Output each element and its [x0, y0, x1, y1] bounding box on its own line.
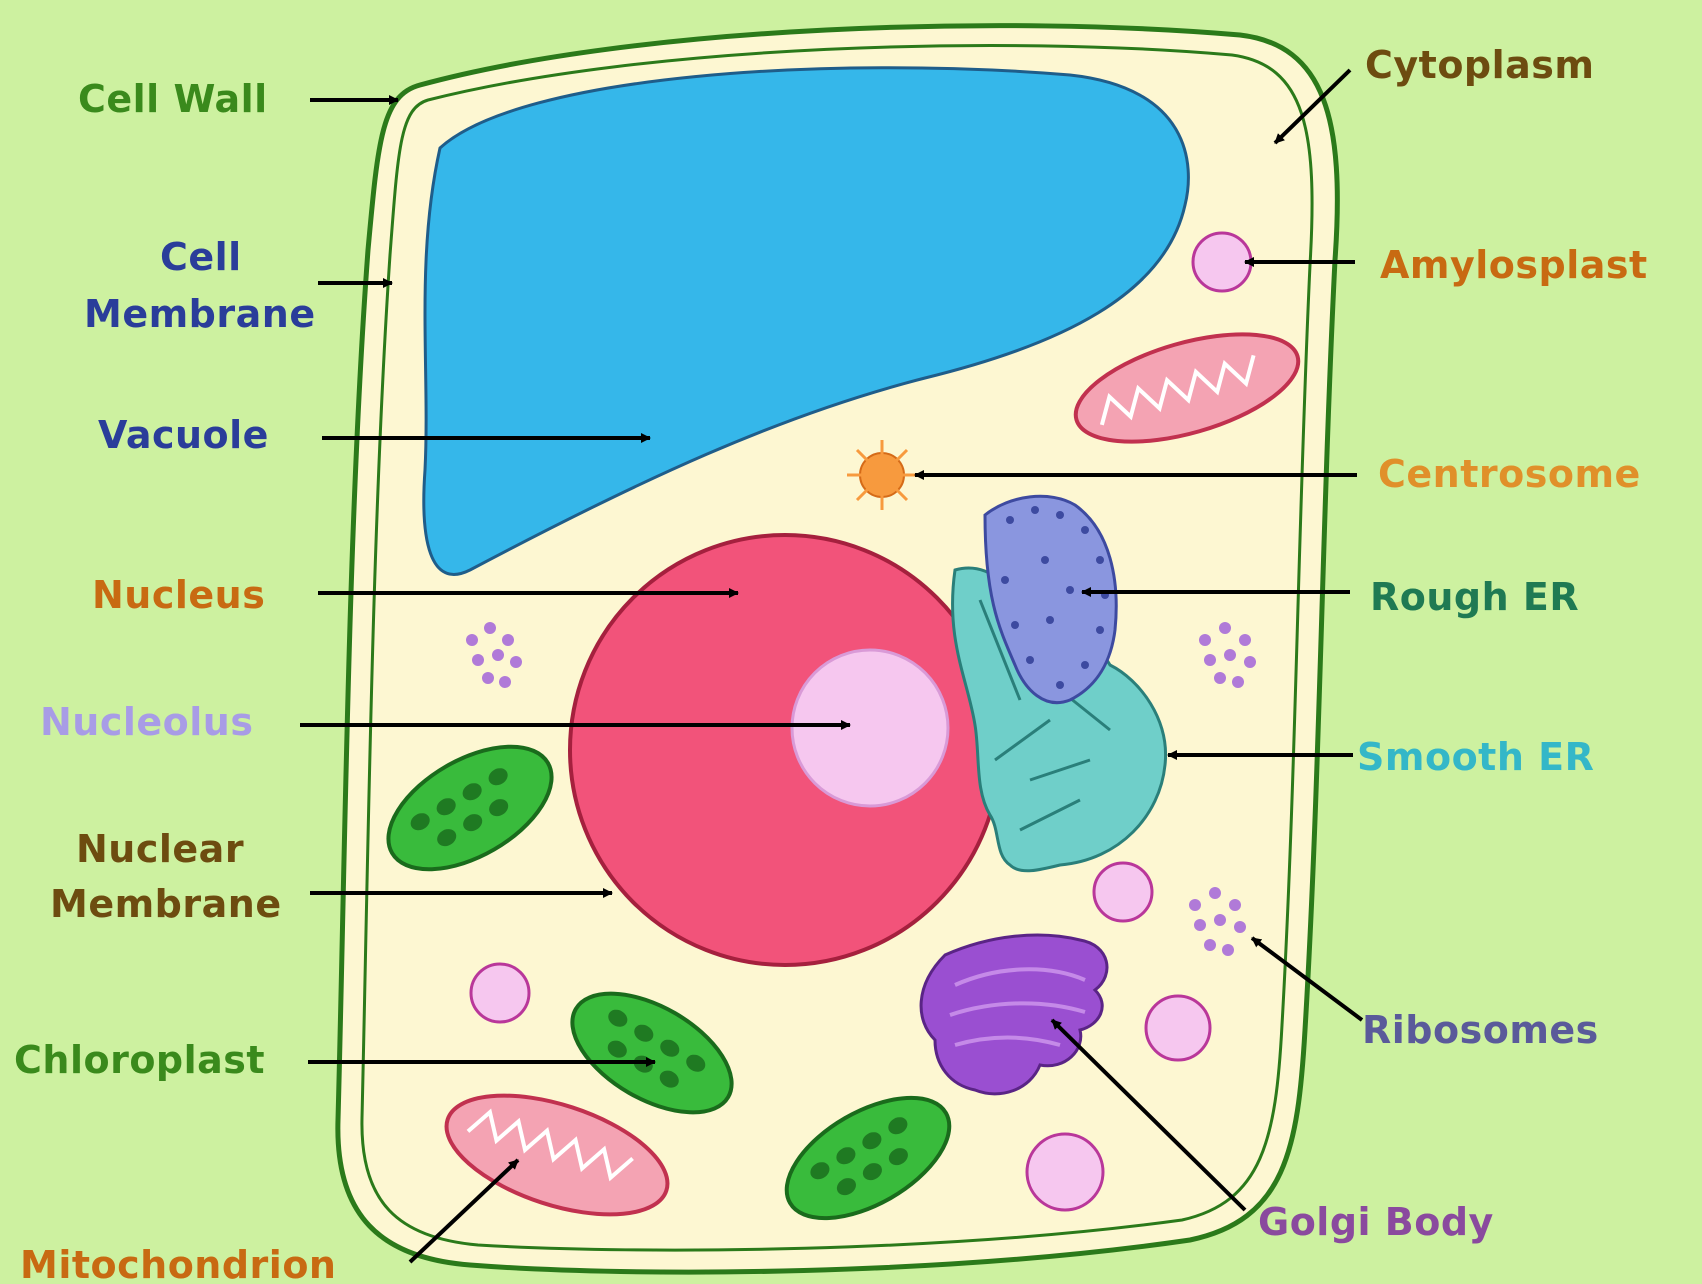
- amyloplast: [1094, 863, 1152, 921]
- amyloplast: [1193, 233, 1251, 291]
- nucleolus: [792, 650, 948, 806]
- label-ribosomes: Ribosomes: [1362, 1008, 1599, 1052]
- label-cell-membrane-line1: Cell: [160, 235, 242, 279]
- label-nucleus: Nucleus: [92, 573, 265, 617]
- label-nuclear-membrane-line2: Membrane: [50, 882, 282, 926]
- amyloplast: [1146, 996, 1210, 1060]
- centrosome: [847, 440, 917, 510]
- amyloplast: [471, 964, 529, 1022]
- label-vacuole: Vacuole: [98, 413, 269, 457]
- label-amylosplast: Amylosplast: [1380, 243, 1648, 287]
- label-nuclear-membrane-line1: Nuclear: [76, 827, 244, 871]
- label-golgi-body: Golgi Body: [1258, 1200, 1494, 1244]
- label-mitochondrion: Mitochondrion: [20, 1243, 336, 1284]
- label-cytoplasm: Cytoplasm: [1365, 43, 1595, 87]
- label-cell-wall: Cell Wall: [78, 77, 268, 121]
- label-chloroplast: Chloroplast: [14, 1038, 265, 1082]
- amyloplast: [1027, 1134, 1103, 1210]
- label-centrosome: Centrosome: [1378, 452, 1641, 496]
- label-nucleolus: Nucleolus: [40, 700, 253, 744]
- label-rough-er: Rough ER: [1370, 575, 1579, 619]
- label-smooth-er: Smooth ER: [1357, 735, 1594, 779]
- label-cell-membrane-line2: Membrane: [84, 292, 316, 336]
